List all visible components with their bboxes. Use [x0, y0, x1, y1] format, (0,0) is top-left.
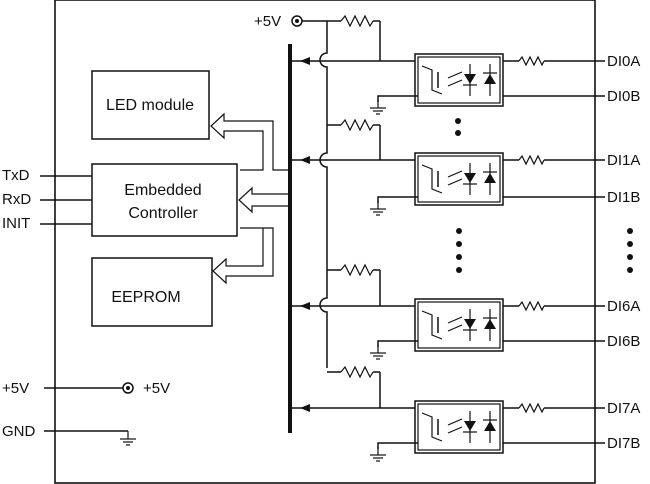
bus-arrow-icon — [300, 302, 310, 310]
input-a-label: DI1A — [607, 152, 640, 169]
input-b-label: DI7B — [607, 435, 640, 452]
controller-label-1: Embedded — [124, 182, 201, 199]
pullup-3 — [327, 365, 381, 408]
eeprom-arrow-icon — [212, 227, 274, 285]
input-a-label: DI0A — [607, 53, 640, 70]
eeprom-block — [91, 257, 213, 327]
txd-label: TxD — [2, 167, 30, 184]
gnd-label: GND — [2, 423, 36, 440]
controller-arrow-icon — [238, 186, 288, 214]
bus-arrow-icon — [300, 404, 310, 412]
ground-icon — [119, 430, 137, 446]
input-resistor-icon — [518, 55, 545, 67]
bus-arrow-icon — [300, 156, 310, 164]
power-rail — [319, 21, 328, 368]
led-module-label: LED module — [106, 97, 194, 114]
pullup-resistor-icon — [340, 118, 374, 132]
controller-label-2: Controller — [128, 205, 198, 222]
top-power-label: +5V — [254, 13, 281, 30]
di-channel-2: DI6A DI6B — [292, 298, 640, 360]
ellipsis-dots-a — [455, 118, 461, 136]
ellipsis-dots-right — [627, 228, 633, 273]
input-b-label: DI1B — [607, 189, 640, 206]
power-out-label: +5V — [143, 380, 170, 397]
input-b-label: DI6B — [607, 333, 640, 350]
pullup-resistor-icon — [340, 365, 374, 379]
ground-icon — [369, 344, 387, 360]
input-a-label: DI7A — [607, 400, 640, 417]
bus-arrow-icon — [300, 57, 310, 65]
ellipsis-dots-b — [456, 228, 462, 273]
pullup-resistor-icon — [340, 263, 374, 277]
pullup-1 — [327, 118, 381, 160]
init-label: INIT — [2, 215, 30, 232]
input-resistor-icon — [518, 402, 545, 414]
di-channel-1: DI1A DI1B — [292, 152, 640, 216]
ground-icon — [369, 446, 387, 462]
embedded-controller-block — [91, 163, 238, 237]
pullup-resistor-icon — [340, 14, 374, 28]
pullup-2 — [327, 263, 381, 306]
ground-icon — [369, 99, 387, 115]
input-resistor-icon — [518, 300, 545, 312]
led-arrow-icon — [210, 112, 288, 171]
power-in-label: +5V — [2, 380, 29, 397]
input-a-label: DI6A — [607, 298, 640, 315]
module-outline — [54, 0, 596, 484]
led-module-block — [91, 70, 210, 140]
di-channel-3: DI7A DI7B — [292, 400, 640, 462]
di-channel-0: DI0A DI0B — [292, 53, 640, 115]
eeprom-label: EEPROM — [111, 289, 180, 306]
rxd-label: RxD — [2, 191, 31, 208]
input-b-label: DI0B — [607, 88, 640, 105]
input-resistor-icon — [518, 154, 545, 166]
ground-icon — [369, 200, 387, 216]
